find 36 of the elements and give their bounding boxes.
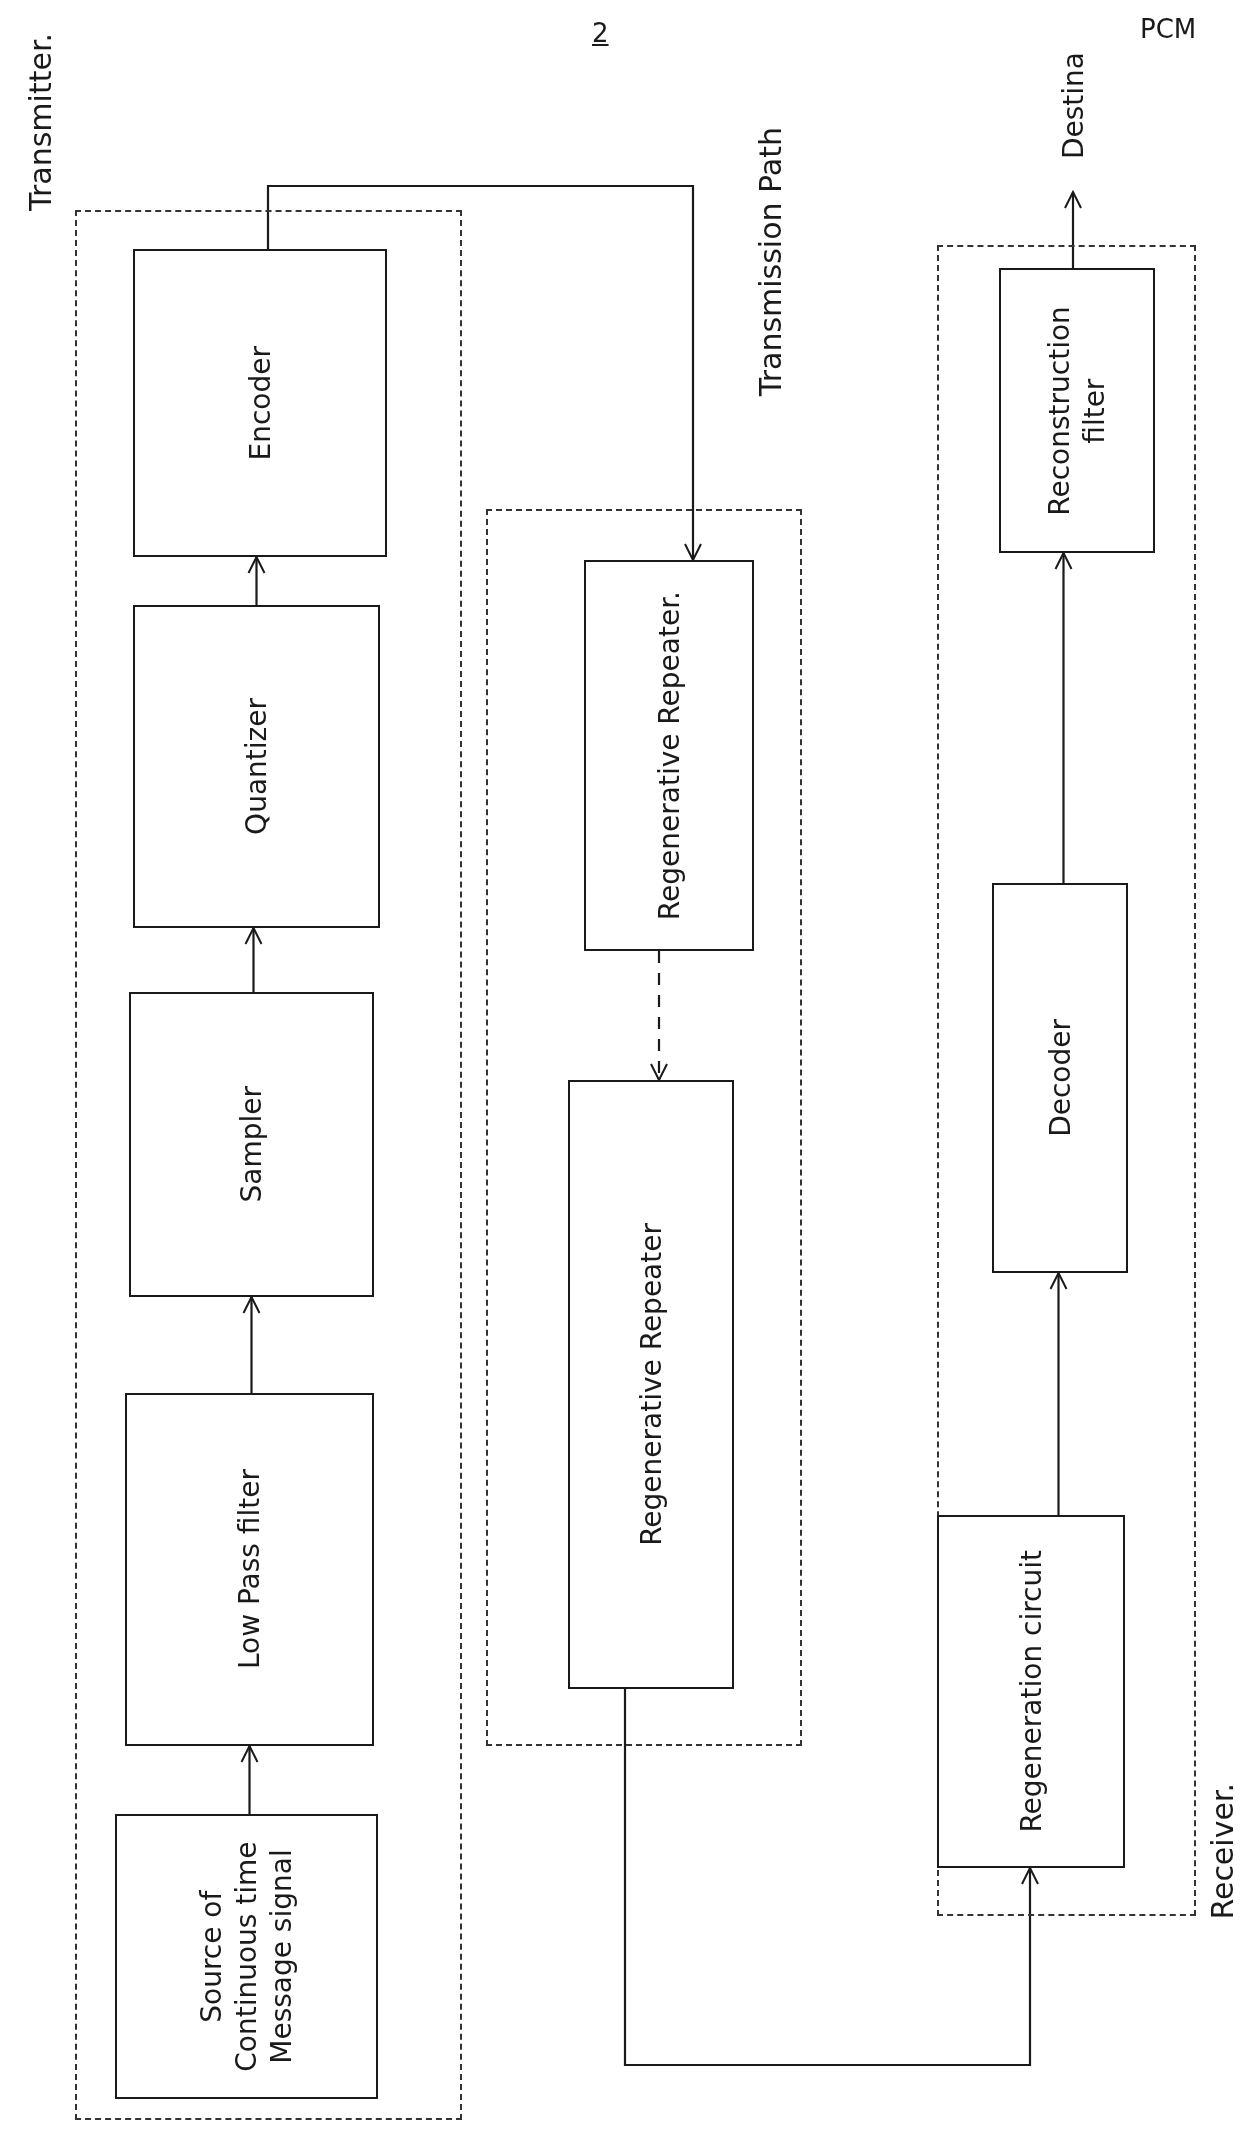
block-text: Encoder bbox=[242, 345, 278, 461]
arrow bbox=[240, 1745, 259, 1814]
block-text: Regenerative Repeater bbox=[633, 1223, 669, 1546]
group-heading: Transmission Path bbox=[752, 127, 790, 397]
arrow bbox=[244, 927, 263, 992]
arrow bbox=[1054, 552, 1073, 883]
arrow bbox=[266, 184, 702, 561]
block-text: Regeneration circuit bbox=[1013, 1550, 1049, 1833]
process-block bbox=[133, 249, 387, 557]
process-block bbox=[133, 605, 380, 928]
process-block bbox=[937, 1515, 1125, 1868]
block-text: Sampler bbox=[234, 1086, 269, 1203]
arrow bbox=[650, 951, 668, 1081]
process-block bbox=[999, 268, 1155, 553]
block-text: Low Pass filter bbox=[232, 1469, 267, 1670]
page-number: 2 bbox=[592, 18, 609, 48]
block-text: Source of Continuous time Message signal bbox=[194, 1840, 299, 2074]
group-heading: Transmitter. bbox=[22, 33, 60, 211]
block-text: Reconstruction filter bbox=[1042, 304, 1112, 518]
destination-label: Destina bbox=[1055, 52, 1091, 160]
process-block bbox=[129, 992, 374, 1297]
arrow bbox=[623, 1689, 1039, 2067]
process-block bbox=[568, 1080, 734, 1689]
block-text: Regenerative Repeater. bbox=[651, 590, 687, 921]
group-heading: Receiver. bbox=[1204, 1782, 1242, 1920]
block-text: Decoder bbox=[1042, 1019, 1078, 1137]
note-label: PCM bbox=[1140, 14, 1197, 44]
arrow bbox=[1064, 191, 1082, 268]
arrow bbox=[1049, 1272, 1068, 1515]
process-block bbox=[992, 883, 1128, 1273]
process-block bbox=[115, 1814, 378, 2099]
block-text: Quantizer bbox=[239, 698, 274, 835]
arrow bbox=[247, 556, 266, 605]
arrow bbox=[242, 1296, 261, 1393]
process-block bbox=[584, 560, 754, 951]
process-block bbox=[125, 1393, 374, 1746]
